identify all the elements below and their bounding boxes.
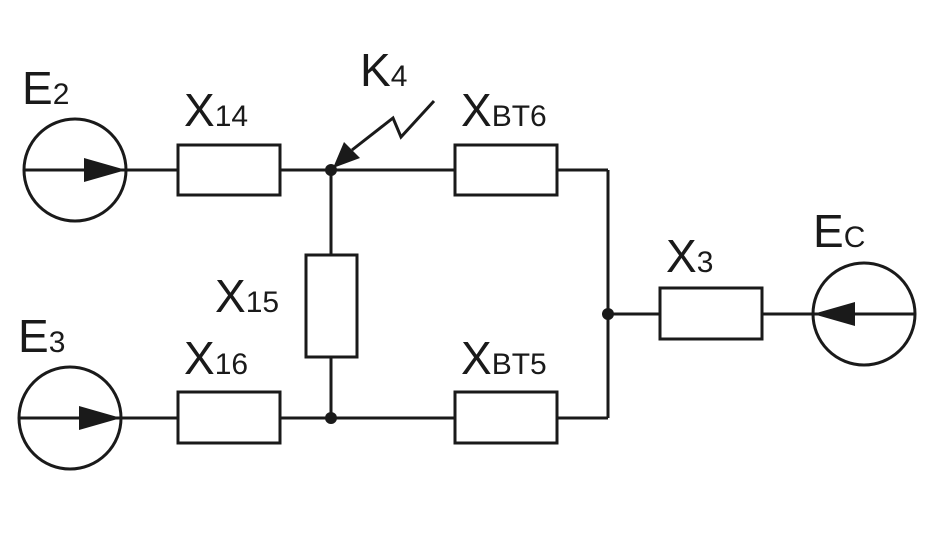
source-ec-arrow-icon — [813, 302, 855, 326]
resistor-x15 — [304, 253, 359, 359]
resistor-x14 — [176, 143, 282, 197]
source-e3-arrow-icon — [79, 406, 121, 430]
node-bottom-junction — [325, 412, 337, 424]
fault-k4-lightning-icon — [333, 99, 436, 168]
label-k4: K4 — [360, 44, 407, 96]
source-ec — [811, 261, 917, 367]
label-e3: E3 — [18, 310, 65, 362]
label-xbt5: XBT5 — [461, 332, 547, 384]
label-ec: EC — [813, 205, 865, 257]
label-xbt6: XBT6 — [461, 84, 547, 136]
source-e2-arrow-icon — [84, 158, 126, 182]
resistor-x3 — [658, 286, 764, 341]
label-x14: X14 — [184, 84, 248, 136]
source-e2 — [22, 117, 128, 223]
label-x3: X3 — [666, 230, 713, 282]
fault-k4-arrowhead-icon — [333, 142, 360, 168]
label-x15: X15 — [215, 270, 279, 322]
resistor-xbt5 — [453, 390, 559, 445]
label-e2: E2 — [22, 62, 69, 114]
fault-k4-zigzag — [351, 99, 436, 152]
resistor-xbt6 — [453, 143, 559, 197]
source-e3 — [17, 365, 123, 471]
label-x16: X16 — [184, 332, 248, 384]
node-right-junction — [602, 308, 614, 320]
wires — [122, 168, 813, 420]
resistor-x16 — [176, 390, 282, 445]
